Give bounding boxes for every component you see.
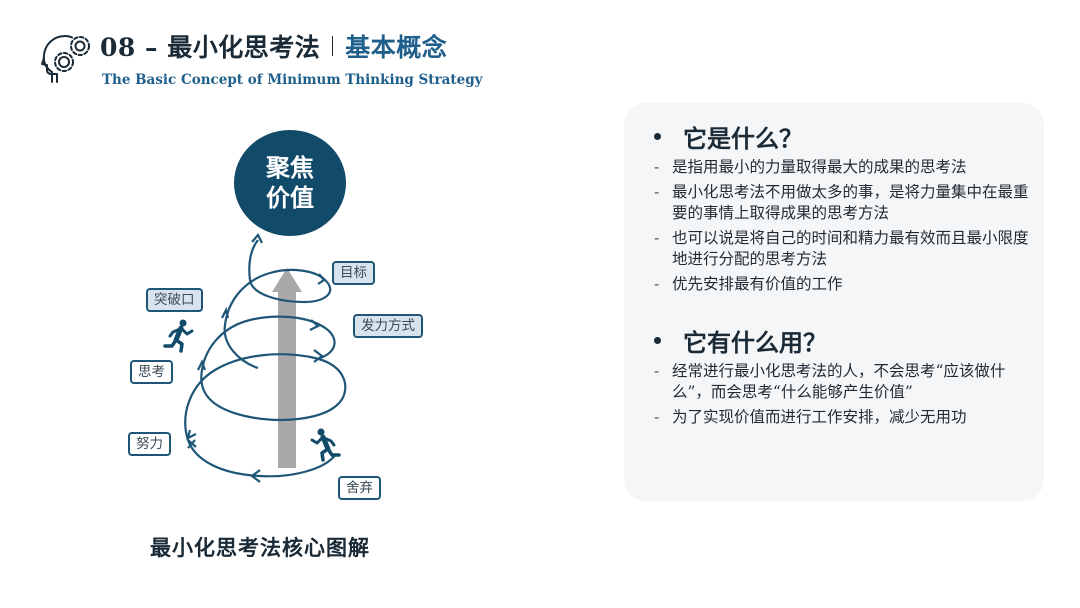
bullet-icon [654,336,661,344]
title-divider [332,36,334,56]
subtitle-english: The Basic Concept of Minimum Thinking St… [102,72,483,88]
slide-title: 08 – 最小化思考法 基本概念 [100,28,447,64]
slide-header: 08 – 最小化思考法 基本概念 The Basic Concept of Mi… [40,24,520,96]
spiral-arrow-icon [184,233,347,483]
spiral-diagram: 聚焦 价值 目标 突破口 发力方式 思考 努力 舍弃 [110,130,450,510]
tag-thinking: 思考 [130,360,173,384]
up-arrow-icon [272,268,302,468]
tag-target: 目标 [332,261,375,285]
focus-label-line1: 聚焦 [266,153,314,182]
list-item: -优先安排最有价值的工作 [654,275,843,293]
section-what-is-it: 它是什么？ -是指用最小的力量取得最大的成果的思考法 -最小化思考法不用做太多的… [654,119,1037,295]
section-title: 它有什么用？ [654,323,1037,357]
section-title-text: 它是什么？ [683,123,803,153]
diagram-caption: 最小化思考法核心图解 [150,535,370,560]
bullet-icon [654,132,661,140]
title-sub: 基本概念 [345,33,448,62]
list-item: -为了实现价值而进行工作安排，减少无用功 [654,408,967,426]
focus-label-line2: 价值 [266,183,314,212]
section-title: 它是什么？ [654,119,1037,153]
list-item: -经常进行最小化思考法的人，不会思考“应该做什么”，而会思考“什么能够产生价值” [654,362,1006,401]
list-item: -是指用最小的力量取得最大的成果的思考法 [654,158,967,176]
tag-force-method: 发力方式 [353,314,423,338]
running-person-icon [163,319,194,353]
focus-value-circle: 聚焦 价值 [234,130,346,236]
tag-effort: 努力 [128,432,171,456]
info-card: 它是什么？ -是指用最小的力量取得最大的成果的思考法 -最小化思考法不用做太多的… [624,103,1044,501]
section-title-text: 它有什么用？ [683,327,827,357]
head-gears-icon [41,35,90,83]
section-what-use: 它有什么用？ -经常进行最小化思考法的人，不会思考“应该做什么”，而会思考“什么… [654,323,1037,428]
tag-breakthrough: 突破口 [146,288,203,312]
running-person-icon [310,428,341,462]
list-item: -也可以说是将自己的时间和精力最有效而且最小限度地进行分配的思考方法 [654,229,1029,268]
title-main: 08 – 最小化思考法 [100,33,321,62]
list-item: -最小化思考法不用做太多的事，是将力量集中在最重要的事情上取得成果的思考方法 [654,183,1029,222]
tag-abandon: 舍弃 [338,476,381,500]
